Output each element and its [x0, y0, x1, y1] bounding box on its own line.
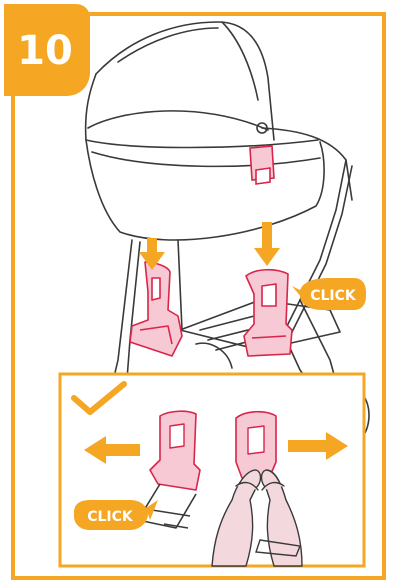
cot-connector — [250, 146, 274, 184]
click-label: CLICK — [310, 288, 357, 304]
click-label: CLICK — [87, 509, 134, 525]
step-number: 10 — [17, 28, 73, 74]
held-adaptor — [236, 412, 276, 478]
left-frame-adaptor — [130, 262, 182, 356]
right-frame-adaptor — [244, 270, 292, 356]
